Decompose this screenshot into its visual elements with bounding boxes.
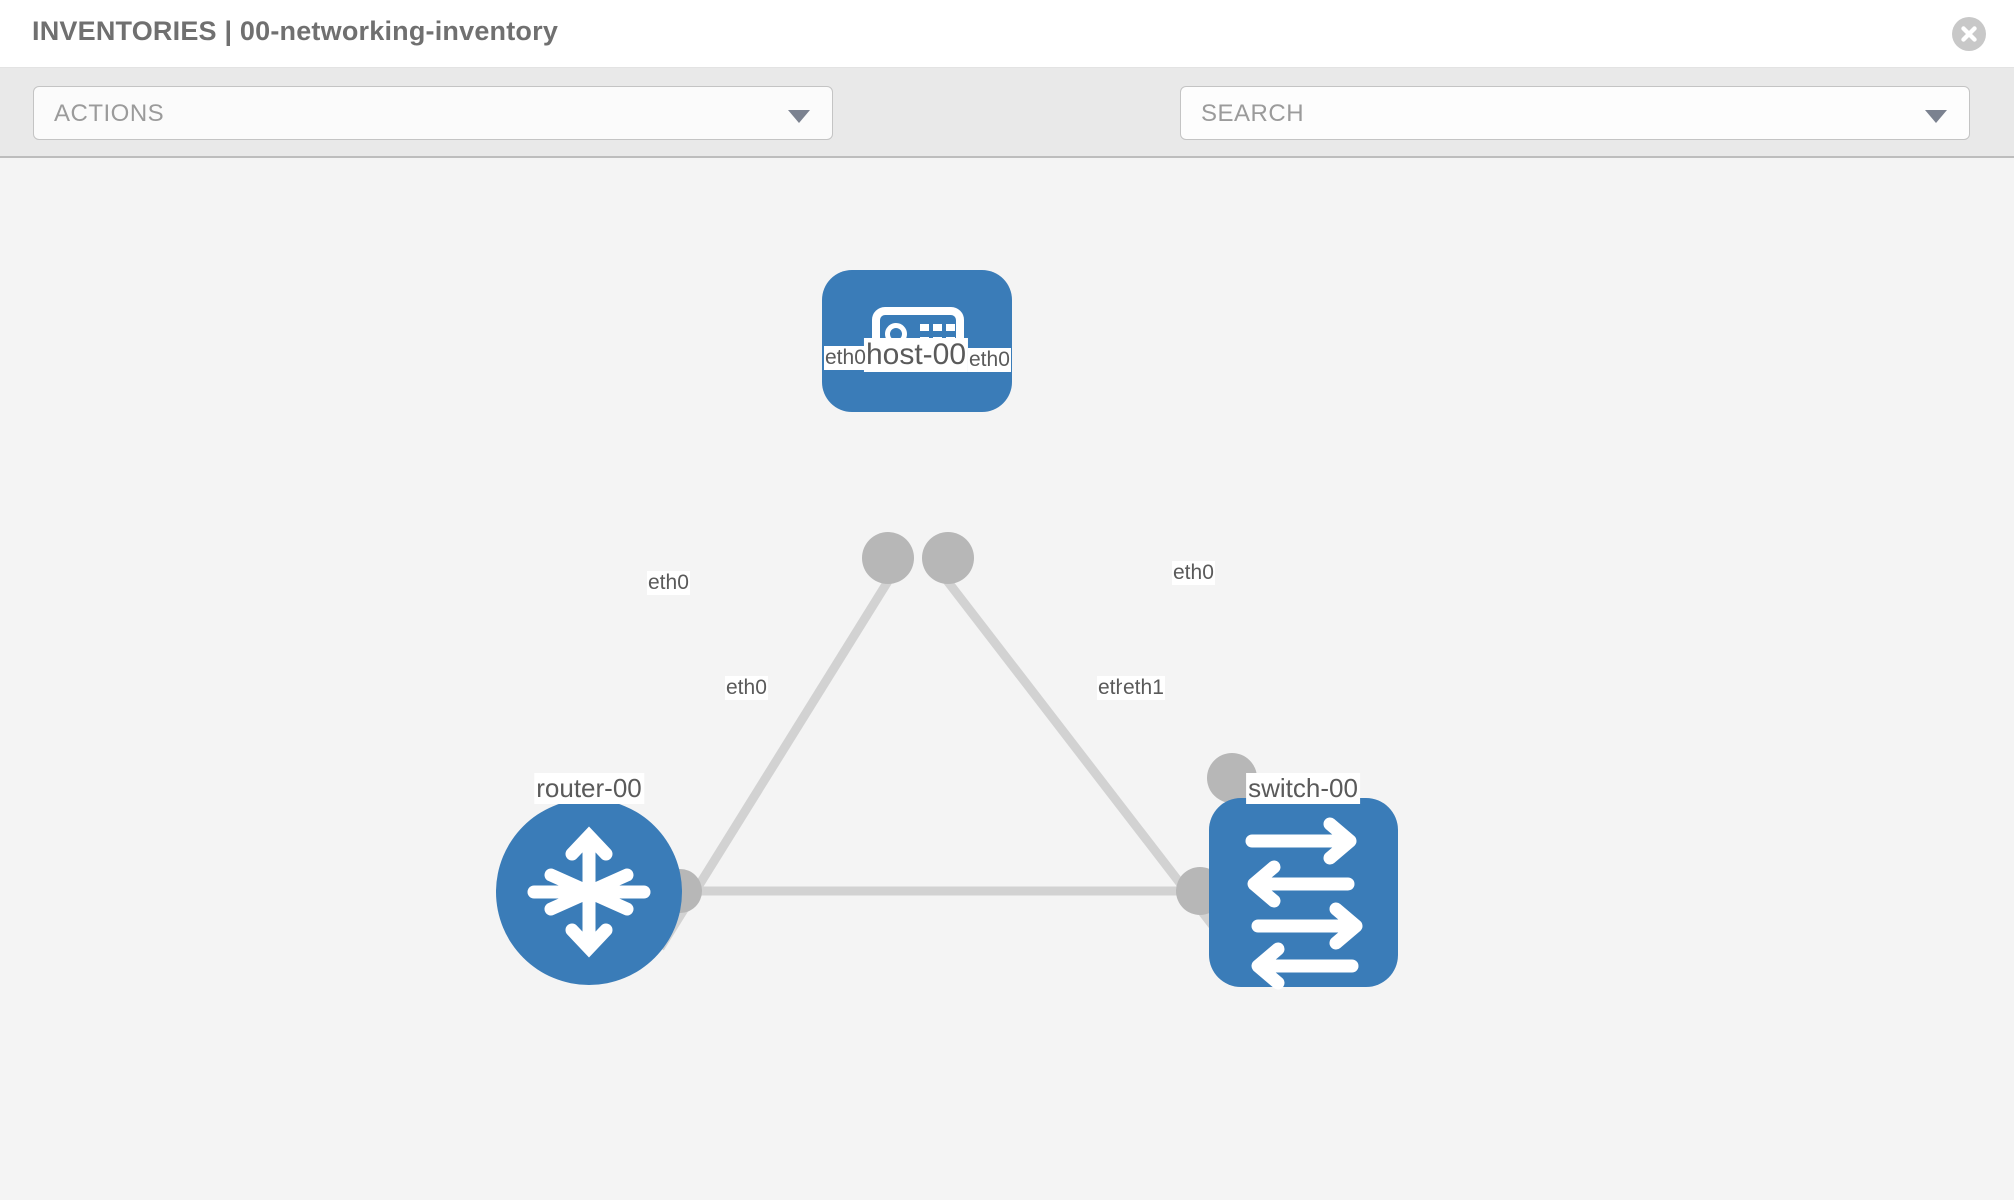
iface-label-host00-eth0-right: eth0 — [968, 348, 1011, 372]
page-title: INVENTORIES | 00-networking-inventory — [32, 16, 559, 46]
actions-dropdown[interactable]: ACTIONS — [33, 86, 833, 140]
switch-arrows-icon — [1245, 817, 1363, 990]
close-x-glyph — [1961, 26, 1977, 42]
router-arrows-icon — [527, 826, 651, 958]
iface-label-host00-eth0-left: eth0 — [824, 346, 867, 370]
node-label-router-00: router-00 — [534, 773, 644, 804]
close-icon[interactable] — [1952, 17, 1986, 51]
topology-graph — [496, 270, 1398, 990]
page-header: INVENTORIES | 00-networking-inventory — [0, 0, 2014, 68]
node-router-00[interactable] — [496, 799, 682, 985]
iface-label-router00-uplink-eth0: eth0 — [647, 571, 690, 595]
toolbar: ACTIONS SEARCH — [0, 68, 2014, 194]
iface-label-router00-eth0: eth0 — [725, 676, 768, 700]
port-host00-eth0-left[interactable] — [862, 532, 914, 584]
iface-label-switch00-uplink-eth0: eth0 — [1172, 561, 1215, 585]
actions-dropdown-label: ACTIONS — [54, 100, 165, 127]
port-host00-eth0-right[interactable] — [922, 532, 974, 584]
port-switch00-eth0[interactable] — [1207, 753, 1257, 803]
topology-canvas[interactable]: host-00 router-00 switch-00 eth0 eth0 et… — [0, 158, 2014, 1200]
search-input[interactable]: SEARCH — [1180, 86, 1970, 140]
chevron-down-icon — [788, 110, 810, 123]
search-placeholder: SEARCH — [1201, 100, 1305, 127]
chevron-down-icon — [1925, 110, 1947, 123]
node-label-host-00: host-00 — [863, 338, 969, 372]
node-label-switch-00: switch-00 — [1246, 773, 1360, 804]
iface-label-switch00-eth1: eth1 — [1122, 676, 1165, 700]
link-layer — [656, 575, 1234, 951]
node-switch-00[interactable] — [1209, 798, 1398, 990]
